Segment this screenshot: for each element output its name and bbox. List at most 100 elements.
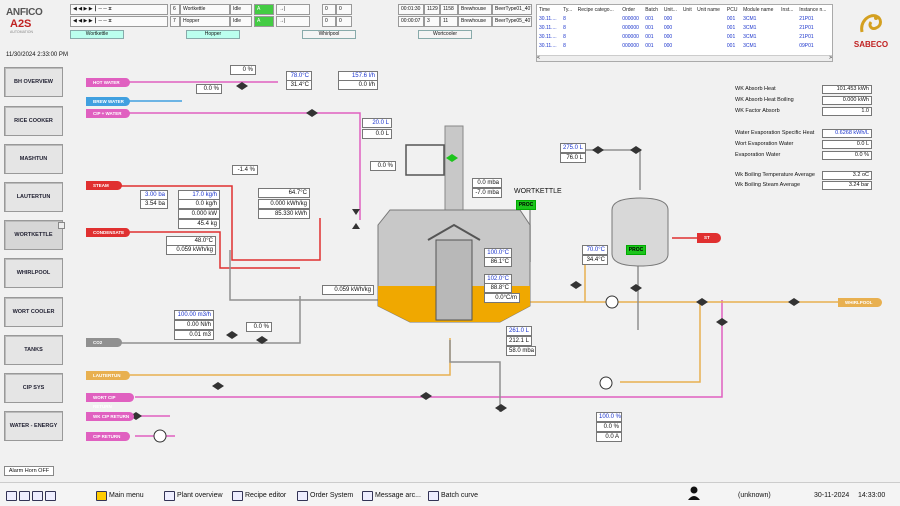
temp-2: 86.1°C [484, 257, 512, 267]
nav-cip-sys[interactable]: CIP SYS [4, 373, 63, 403]
message-archive-label: Message arc... [375, 492, 421, 499]
cell: 000000 [622, 24, 639, 31]
row1-auto[interactable]: A [254, 4, 274, 15]
col-order: Order [622, 6, 635, 13]
valve [226, 331, 238, 339]
batch-table[interactable]: Time Ty... Recipe catego... Order Batch … [536, 4, 833, 62]
order-system-button[interactable]: Order System [297, 489, 353, 502]
pressure-2: -7.0 mba [472, 188, 502, 198]
kettle-state: PROC [516, 200, 536, 210]
boil-temp-avg-label: Wk Boiling Temperature Average [735, 172, 815, 178]
cell: 001 [726, 33, 736, 40]
col-unit: Unit [682, 6, 692, 13]
level-2: 212.1 L [506, 336, 532, 346]
table-header: Time Ty... Recipe catego... Order Batch … [537, 5, 832, 14]
recipe-editor-button[interactable]: Recipe editor [232, 489, 286, 502]
plant-overview-label: Plant overview [177, 492, 223, 499]
row1-step: →| [276, 4, 310, 15]
main-menu-button[interactable]: Main menu [96, 489, 144, 502]
message-archive-button[interactable]: Message arc... [362, 489, 421, 502]
row2-auto[interactable]: A [254, 16, 274, 27]
valve [236, 82, 248, 90]
tank-state: PROC [626, 245, 646, 255]
cell: 8 [563, 42, 566, 49]
tab-whirlpool[interactable]: Whirlpool [302, 30, 356, 39]
row2-c2: 0 [336, 16, 352, 27]
valve [788, 298, 800, 306]
nav-mashtun[interactable]: MASHTUN [4, 144, 63, 174]
cell: 001 [726, 42, 736, 49]
tab-wortcooler[interactable]: Wortcooler [418, 30, 472, 39]
taskbar [0, 482, 900, 506]
tab-wortkettle[interactable]: Wortkettle [70, 30, 124, 39]
col-pcu: PCU [726, 6, 738, 13]
valve [716, 318, 728, 326]
valve [306, 109, 318, 117]
nav-rice-cooker[interactable]: RICE COOKER [4, 106, 63, 136]
nav-whirlpool[interactable]: WHIRLPOOL [4, 258, 63, 288]
cell: 000000 [622, 42, 639, 49]
boil-steam-avg-value: 3.24 bar [822, 181, 872, 190]
company-logo: ANFICO [6, 7, 43, 18]
line-hot-water: HOT WATER [86, 78, 130, 87]
cell: 30.11.... [539, 33, 557, 40]
user-icon[interactable] [687, 486, 701, 500]
folder-open-icon[interactable] [32, 490, 43, 501]
product-logo: A2S [10, 18, 32, 30]
cell: 8 [563, 33, 566, 40]
nav-wort-cooler[interactable]: WORT COOLER [4, 297, 63, 327]
row2-name: Hopper [180, 16, 230, 27]
valve [256, 336, 268, 344]
line-condensate: CONDENSATE [86, 228, 130, 237]
cell: 8 [563, 15, 566, 22]
row1-time: 00:01:30 [398, 4, 424, 15]
hw-pct: 0 % [230, 65, 256, 75]
cell: 001 [645, 15, 654, 22]
nav-tanks[interactable]: TANKS [4, 335, 63, 365]
main-menu-label: Main menu [109, 492, 144, 499]
copy-icon[interactable] [45, 490, 56, 501]
line-wk-cip-return: WK CIP RETURN [86, 412, 134, 421]
cell: 001 [645, 24, 654, 31]
logo: ANFICO A2S AUTOMATION [6, 7, 66, 45]
alarm-horn-button[interactable]: Alarm Horn OFF [4, 466, 54, 476]
row2-controls[interactable]: ◀ ◀ ▶ ▶ ┃ ─ ─ ⧖ [70, 16, 168, 27]
nav-water-energy[interactable]: WATER - ENERGY [4, 411, 63, 441]
vapor-duct [405, 144, 445, 176]
nav-bh-overview[interactable]: BH OVERVIEW [4, 67, 63, 97]
col-unit1: Unit... [663, 6, 677, 13]
condensate-pipe [130, 231, 300, 269]
row2-num: 7 [170, 16, 180, 27]
row1-controls[interactable]: ◀ ◀ ▶ ▶ ┃ ─ ─ ⧖ [70, 4, 168, 15]
vol-20: 20.0 L [362, 118, 392, 128]
cell: 30.11.... [539, 42, 557, 49]
vol-0: 0.0 L [362, 129, 392, 139]
col-instance: Instance n... [799, 6, 827, 13]
batch-curve-button[interactable]: Batch curve [428, 489, 478, 502]
tab-hopper[interactable]: Hopper [186, 30, 240, 39]
plant-overview-button[interactable]: Plant overview [164, 489, 223, 502]
recipe-editor-label: Recipe editor [245, 492, 287, 499]
nav-lautertun[interactable]: LAUTERTUN [4, 182, 63, 212]
chimney [444, 125, 464, 215]
steam-p2: 3.54 ba [140, 199, 168, 209]
cell: 001 [645, 33, 654, 40]
valve [630, 284, 642, 292]
co2-flow: 100.00 m3/h [174, 310, 214, 320]
nav-wortkettle[interactable]: WORTKETTLE [4, 220, 63, 250]
pump-pct: 100.0 % [596, 412, 622, 422]
dosing: 0.0 % [370, 161, 396, 171]
folder-icon[interactable] [19, 490, 30, 501]
steam-kw2: 85.330 kWh [258, 209, 310, 219]
home-icon[interactable] [6, 490, 17, 501]
co2-vol: 0.01 m3 [174, 330, 214, 340]
boil-steam-avg-label: Wk Boiling Steam Average [735, 182, 801, 188]
table-scrollbar[interactable]: <> [537, 55, 832, 61]
row2-time: 00:00:07 [398, 16, 424, 27]
order-system-label: Order System [310, 492, 354, 499]
taskbar-file-icons[interactable] [6, 489, 56, 502]
